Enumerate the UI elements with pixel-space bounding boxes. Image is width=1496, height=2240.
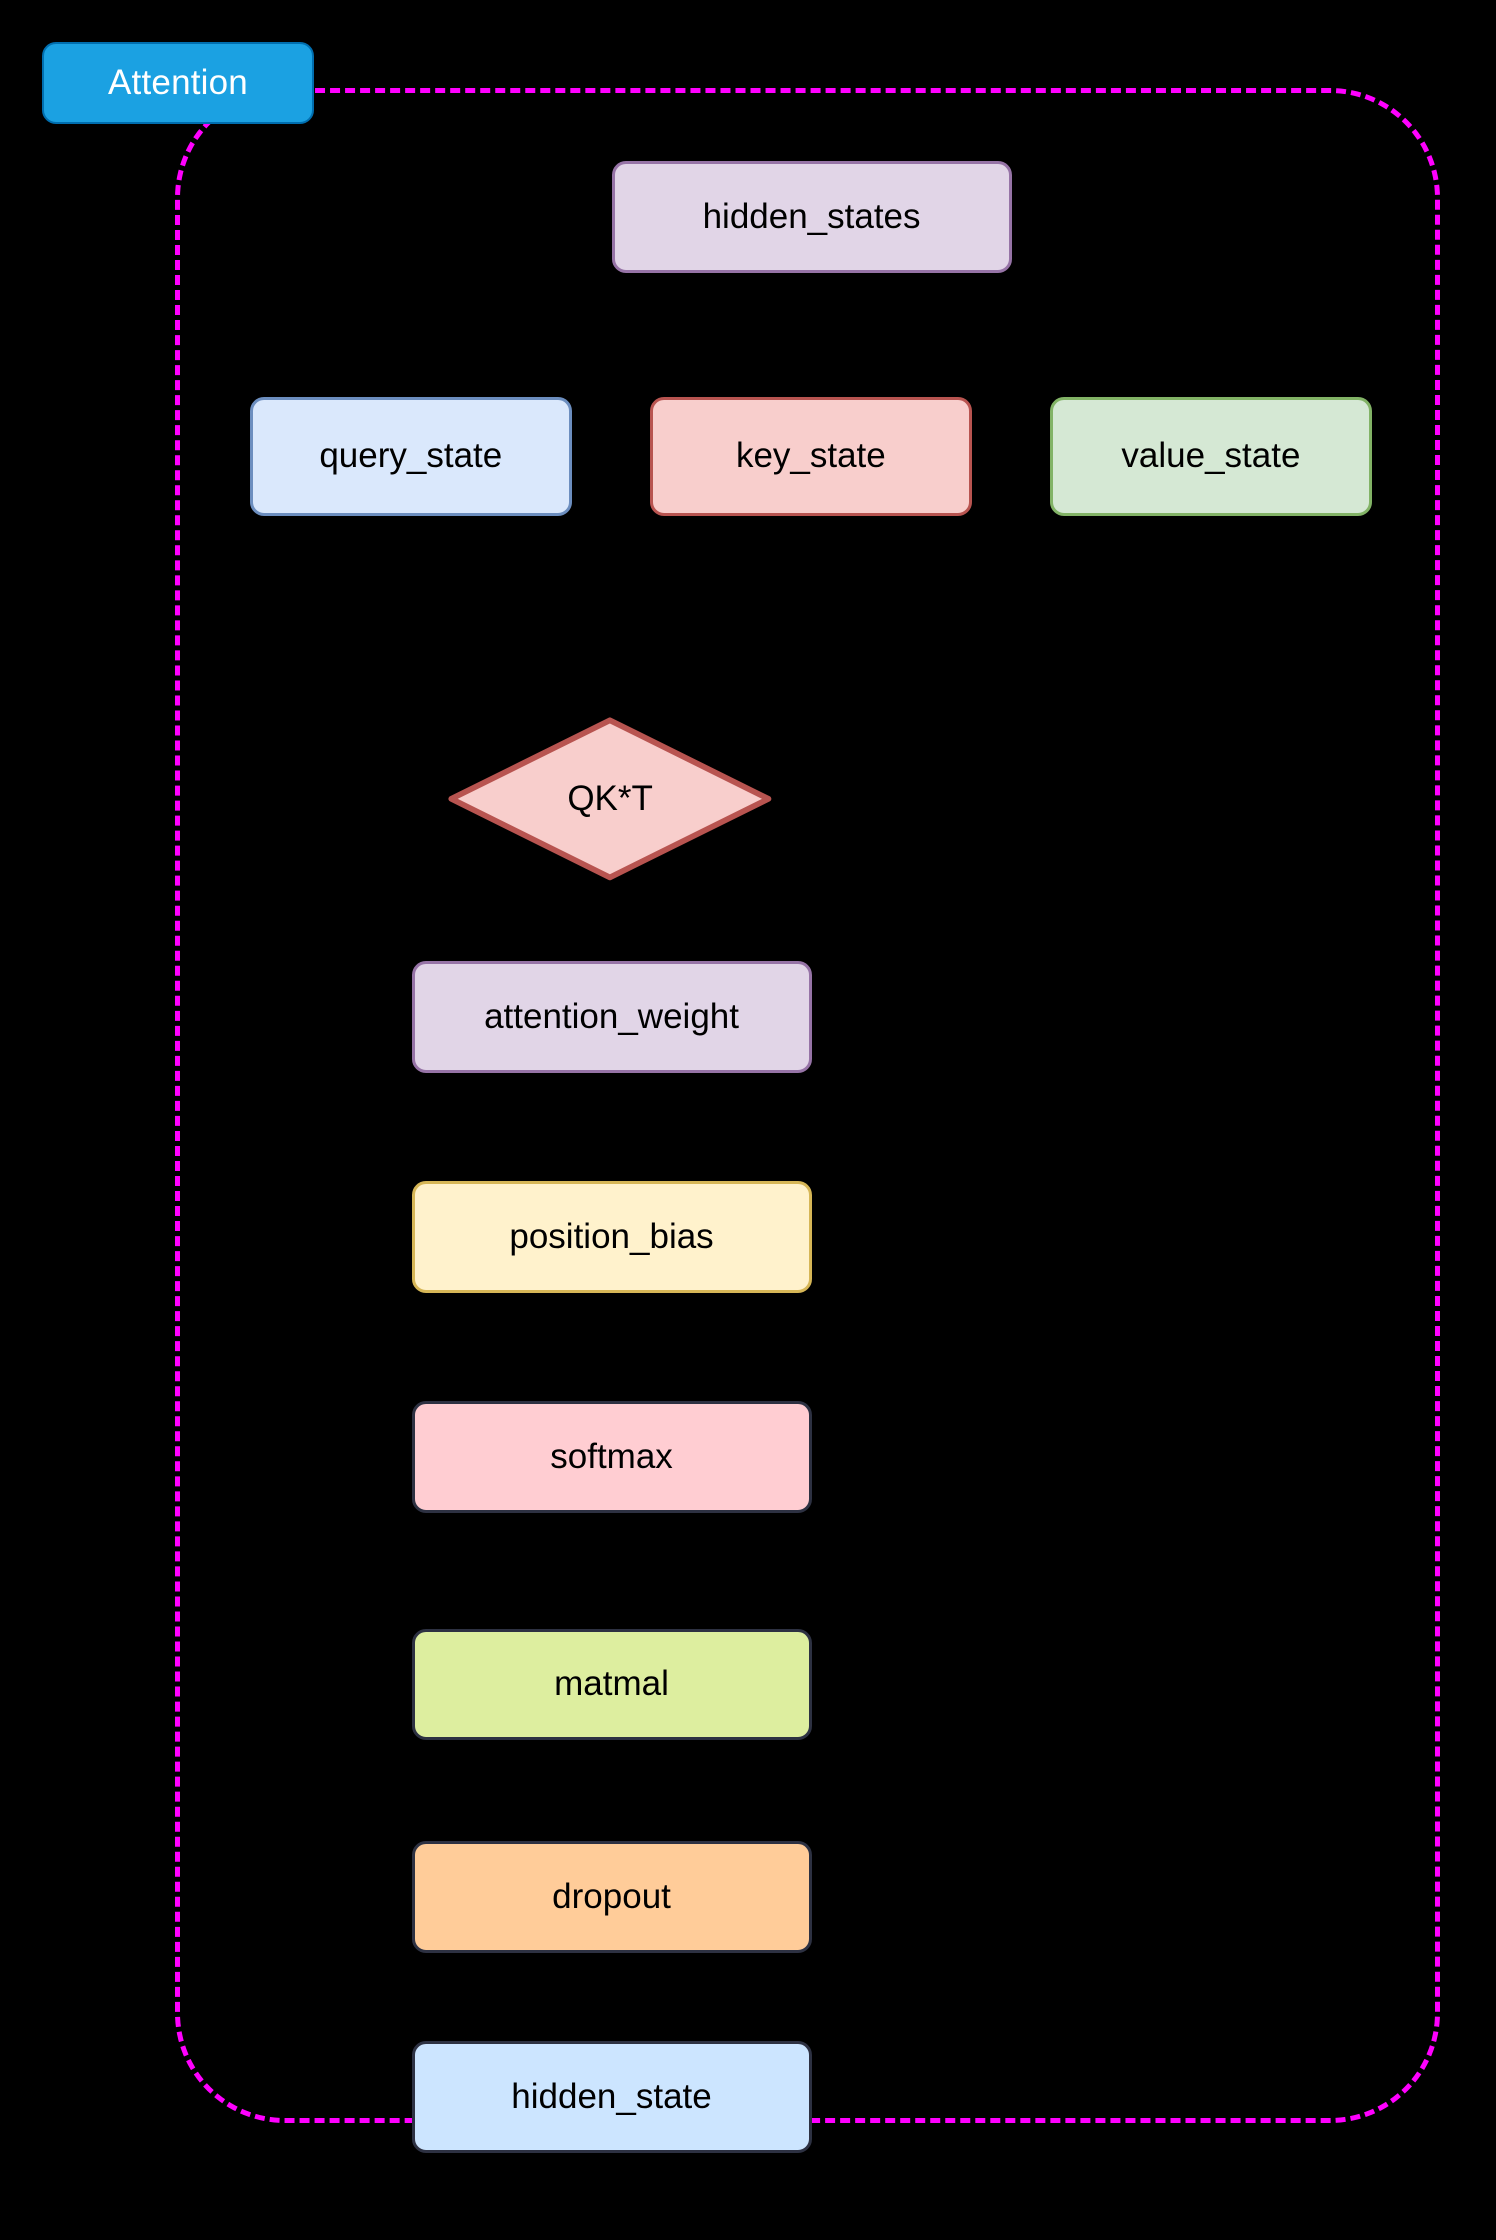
node-qkt-label: QK*T (567, 778, 653, 818)
subgraph-attention-border (175, 88, 1440, 2123)
node-key-state-label: key_state (735, 436, 886, 476)
node-hidden-state[interactable]: hidden_state (411, 2041, 812, 2153)
node-softmax-label: softmax (550, 1436, 673, 1476)
subgraph-title-label: Attention (108, 63, 248, 102)
node-position-bias[interactable]: position_bias (411, 1181, 812, 1293)
node-hidden-states[interactable]: hidden_states (611, 161, 1012, 273)
node-query-state[interactable]: query_state (250, 397, 572, 516)
node-attention-weight-label: attention_weight (484, 996, 739, 1036)
node-matmal-label: matmal (554, 1664, 669, 1704)
node-softmax[interactable]: softmax (411, 1401, 812, 1513)
node-dropout-label: dropout (552, 1876, 671, 1916)
node-hidden-states-label: hidden_states (702, 196, 921, 236)
node-qkt[interactable]: QK*T (447, 716, 773, 882)
node-hidden-state-label: hidden_state (511, 2076, 712, 2116)
node-attention-weight[interactable]: attention_weight (411, 961, 812, 1073)
node-position-bias-label: position_bias (509, 1216, 714, 1256)
diamond-shape-icon (448, 717, 772, 880)
node-matmal[interactable]: matmal (411, 1628, 812, 1740)
node-value-state-label: value_state (1121, 436, 1301, 476)
node-query-state-label: query_state (319, 436, 503, 476)
node-key-state[interactable]: key_state (650, 397, 972, 516)
node-value-state[interactable]: value_state (1050, 397, 1372, 516)
subgraph-title-attention[interactable]: Attention (42, 42, 314, 124)
node-dropout[interactable]: dropout (411, 1841, 812, 1953)
